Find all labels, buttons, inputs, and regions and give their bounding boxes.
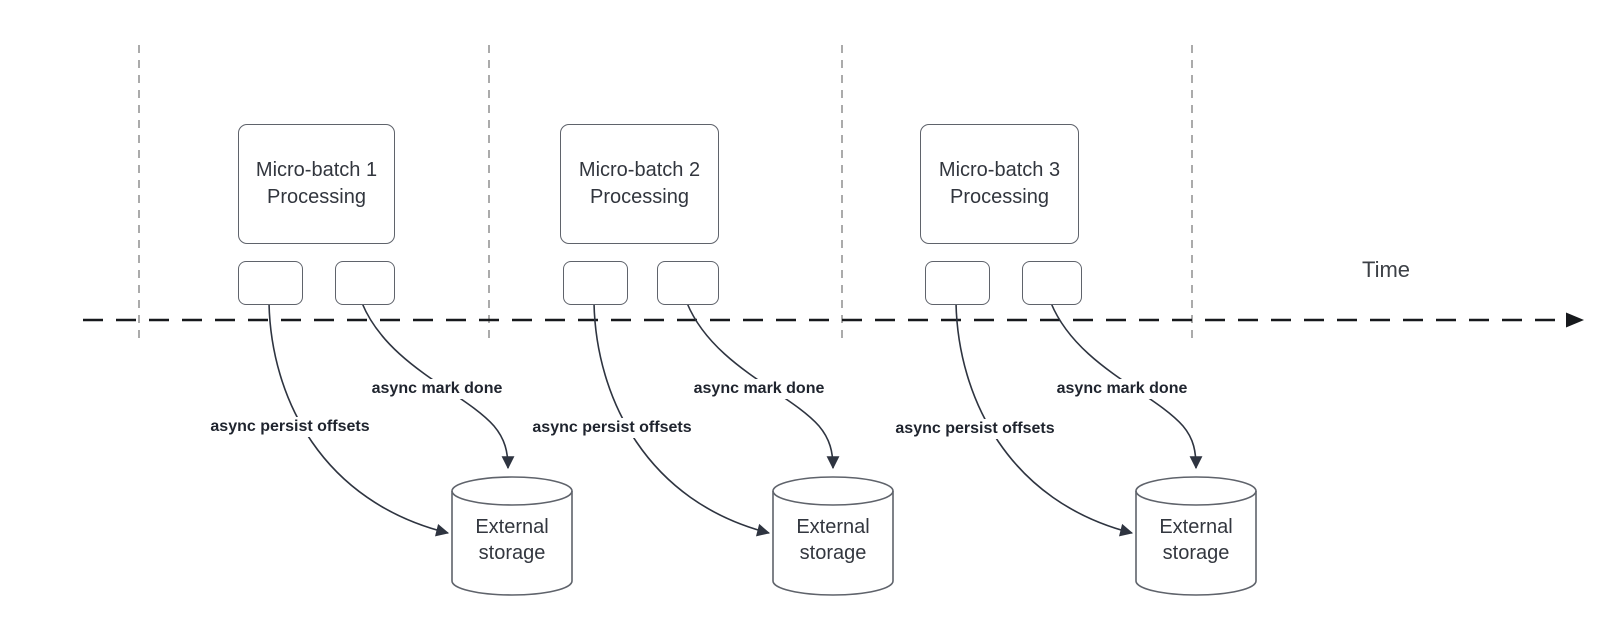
storage-label-1-line2: storage [478,542,546,564]
micro-batch-box-3: Micro-batch 3 Processing [920,124,1079,244]
storage-label-3-line1: External [1159,516,1233,538]
persist-offsets-arrow-2 [593,302,771,537]
micro-batch-box-1-title-line1: Micro-batch 1 [255,159,378,181]
markdone-task-box-1 [335,261,395,305]
timeline-arrowhead-icon [1566,312,1584,328]
markdone-task-box-3 [1022,261,1082,305]
storage-label-2-line1: External [796,516,870,538]
mark-done-label-3: async mark done [1053,379,1191,399]
micro-batch-box-1-title-line2: Processing [267,186,366,208]
storage-label-3: External storage [1136,514,1256,566]
micro-batch-box-1: Micro-batch 1 Processing [238,124,395,244]
mark-done-arrow-2 [686,302,840,470]
storage-cylinder-3 [1135,476,1257,596]
cylinder-top-edge-3 [1135,490,1257,506]
mark-done-label-2: async mark done [690,379,828,399]
storage-label-1: External storage [452,514,572,566]
mark-done-arrow-3 [1050,302,1203,470]
persist-offsets-arrow-3 [955,302,1134,537]
offset-task-box-1 [238,261,303,305]
mark-done-label-1: async mark done [368,379,506,399]
micro-batch-box-2-title-line1: Micro-batch 2 [578,159,701,181]
time-label: Time [1361,257,1411,282]
micro-batch-box-2: Micro-batch 2 Processing [560,124,719,244]
micro-batch-box-2-title-line2: Processing [590,186,689,208]
micro-batch-box-3-title-line1: Micro-batch 3 [938,159,1061,181]
mark-done-arrow-1 [361,302,515,470]
storage-label-3-line2: storage [1162,542,1230,564]
storage-cylinder-2 [772,476,894,596]
storage-label-1-line1: External [475,516,549,538]
offset-task-box-3 [925,261,990,305]
persist-offsets-label-2: async persist offsets [529,418,695,438]
persist-offsets-label-3: async persist offsets [892,419,1058,439]
cylinder-top-edge-2 [772,490,894,506]
storage-label-2: External storage [773,514,893,566]
persist-offsets-label-1: async persist offsets [207,417,373,437]
cylinder-top-edge-1 [451,490,573,506]
markdone-task-box-2 [657,261,719,305]
persist-offsets-arrow-1 [268,302,450,537]
offset-task-box-2 [563,261,628,305]
storage-cylinder-1 [451,476,573,596]
storage-label-2-line2: storage [799,542,867,564]
micro-batch-box-3-title-line2: Processing [950,186,1049,208]
